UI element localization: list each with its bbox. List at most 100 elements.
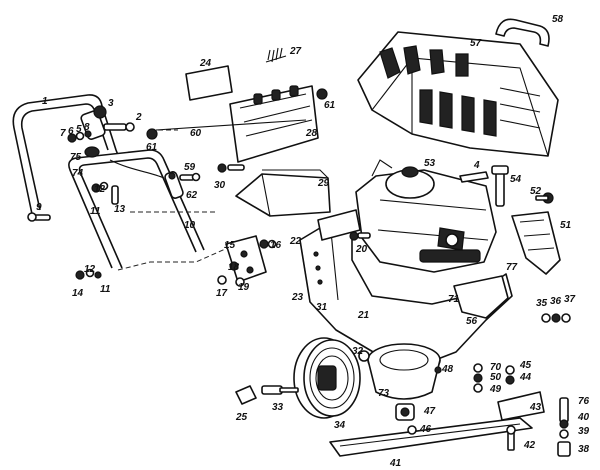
knob-75	[84, 146, 100, 158]
hub-cap-25	[235, 385, 257, 405]
bolt-20	[349, 231, 371, 241]
callout-41: 41	[389, 458, 402, 469]
washers-35-36-37	[541, 313, 571, 323]
callout-44: 44	[519, 372, 532, 383]
callout-37: 37	[564, 294, 576, 305]
callout-32: 32	[352, 346, 364, 357]
callout-48: 48	[441, 364, 454, 375]
callout-30: 30	[214, 180, 226, 191]
callout-56: 56	[466, 316, 478, 327]
callout-19: 19	[238, 282, 250, 293]
callout-53: 53	[424, 158, 436, 169]
callout-57: 57	[470, 38, 482, 49]
callout-11a: 11	[90, 206, 101, 217]
stack-45-44	[505, 365, 515, 385]
handle-bolt	[103, 122, 135, 132]
flap-28	[229, 85, 319, 163]
deflector-56	[453, 275, 509, 319]
washers-16	[259, 239, 277, 249]
washer-32	[358, 350, 370, 362]
callout-25: 25	[235, 412, 248, 423]
callout-71: 71	[448, 294, 460, 305]
callout-5: 5	[76, 124, 82, 135]
callout-29: 29	[317, 178, 330, 189]
rear-flap-51	[511, 211, 561, 275]
washers-17-18-19	[217, 261, 245, 287]
callout-50: 50	[490, 372, 502, 383]
callout-20: 20	[355, 244, 368, 255]
callout-28: 28	[305, 128, 318, 139]
bolt-54	[491, 165, 509, 207]
nut-61-left	[146, 128, 158, 140]
part-callouts: 1 2 3 4 5 6 7 8 9 10 11 11 12 12 13 14 1…	[36, 14, 590, 469]
carry-handle-58	[495, 18, 550, 47]
callout-27: 27	[289, 46, 302, 57]
callout-10: 10	[184, 220, 196, 231]
callout-54: 54	[510, 174, 522, 185]
callout-43: 43	[529, 402, 542, 413]
callout-31: 31	[316, 302, 328, 313]
callout-13: 13	[114, 204, 126, 215]
grass-catcher-box-57	[357, 31, 559, 157]
cable-clamp-62	[164, 171, 184, 199]
bolt-42	[506, 425, 516, 451]
callout-62: 62	[186, 190, 198, 201]
stack-70-50-49	[473, 363, 483, 393]
callout-60: 60	[190, 128, 202, 139]
callout-77: 77	[506, 262, 518, 273]
callout-11b: 11	[100, 284, 111, 295]
callout-34: 34	[334, 420, 346, 431]
callout-12b: 12	[84, 264, 96, 275]
callout-46: 46	[419, 424, 432, 435]
callout-7: 7	[60, 128, 66, 139]
callout-52: 52	[530, 186, 542, 197]
screw-9	[27, 212, 51, 222]
screw-52	[535, 192, 554, 204]
engine-53	[355, 159, 497, 273]
nut-61-right	[316, 88, 328, 100]
spring-27	[265, 47, 287, 63]
callout-14: 14	[72, 288, 84, 299]
callout-23: 23	[291, 292, 304, 303]
screw-30	[217, 163, 245, 173]
cable-74	[109, 159, 165, 179]
callout-6: 6	[68, 126, 74, 137]
callout-2: 2	[135, 112, 142, 123]
callout-58: 58	[552, 14, 564, 25]
deck-panel-22	[317, 209, 361, 241]
callout-36: 36	[550, 296, 562, 307]
axle-bolt-33	[261, 385, 299, 395]
callout-61a: 61	[146, 142, 158, 153]
callout-21: 21	[357, 310, 370, 321]
screw-59	[179, 172, 201, 182]
callout-70: 70	[490, 362, 502, 373]
fixings-11-12-13	[91, 181, 119, 205]
callout-18: 18	[228, 262, 240, 273]
callout-73: 73	[378, 388, 390, 399]
callout-3: 3	[108, 98, 114, 109]
callout-33: 33	[272, 402, 284, 413]
callout-4: 4	[473, 160, 480, 171]
callout-24: 24	[199, 58, 212, 69]
blade-adaptor-47	[395, 403, 415, 421]
callout-39: 39	[578, 426, 590, 437]
blade-41	[329, 417, 533, 457]
callout-22: 22	[289, 236, 302, 247]
callout-17: 17	[216, 288, 228, 299]
callout-40: 40	[577, 412, 590, 423]
callout-76: 76	[578, 396, 590, 407]
label-plate-24	[185, 65, 233, 101]
strip-4	[459, 171, 489, 183]
blade-plate-43	[497, 391, 545, 421]
callout-35: 35	[536, 298, 548, 309]
callout-16: 16	[270, 240, 282, 251]
washers-5-6-7	[67, 130, 92, 143]
callout-47: 47	[423, 406, 436, 417]
callout-42: 42	[523, 440, 536, 451]
callout-51: 51	[560, 220, 572, 231]
callout-61b: 61	[324, 100, 336, 111]
stack-76-40-39-38	[557, 397, 571, 457]
wheel-34	[293, 337, 361, 419]
callout-45: 45	[519, 360, 532, 371]
callout-75: 75	[70, 152, 82, 163]
